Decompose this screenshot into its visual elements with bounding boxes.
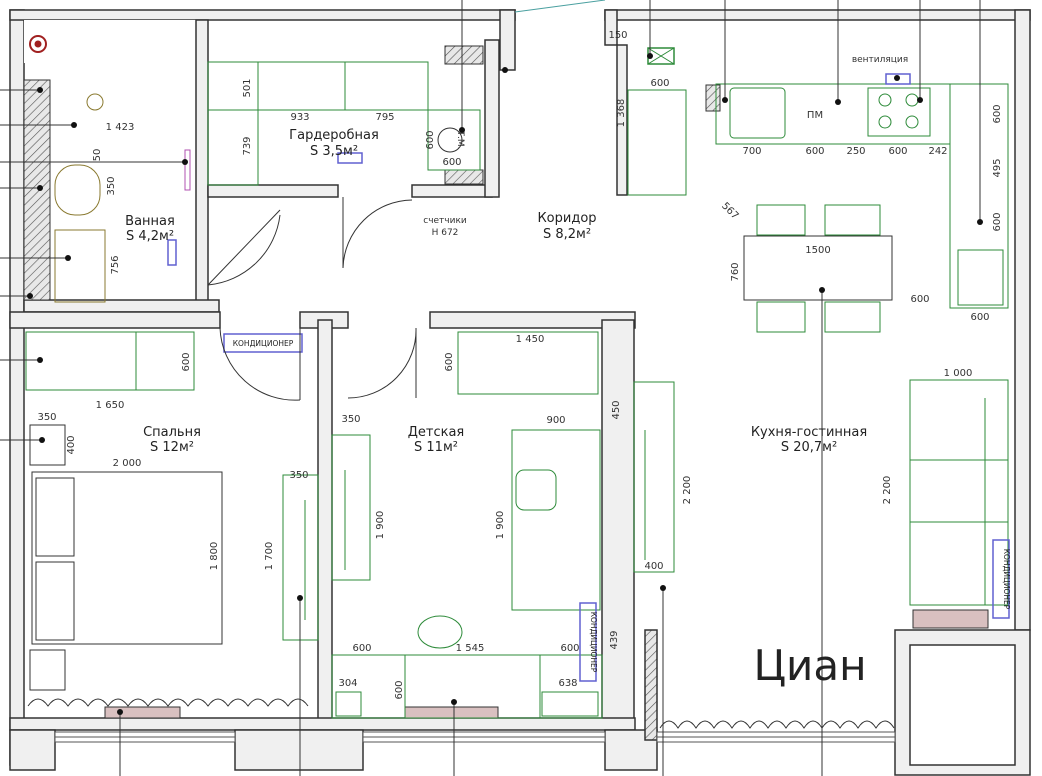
dim-r495: 495 xyxy=(992,158,1003,177)
dim-450: 450 xyxy=(611,400,622,419)
dim-600-wardrobe-bottom: 600 xyxy=(442,157,461,168)
dim-600-corridor: 600 xyxy=(650,78,669,89)
dim-2200a: 2 200 xyxy=(682,476,693,505)
dim-795: 795 xyxy=(375,112,394,123)
dim-k600b: 600 xyxy=(888,146,907,157)
dim-kids-600c: 600 xyxy=(560,643,579,654)
dim-900: 900 xyxy=(546,415,565,426)
curtains xyxy=(27,698,895,729)
tm-label: Т.М. xyxy=(455,130,465,150)
ac-label-kitchen: КОНДИЦИОНЕР xyxy=(1002,549,1011,610)
wardrobe-column-top xyxy=(444,45,484,65)
dim-kids-600a: 600 xyxy=(444,352,455,371)
dishwasher-label: ПМ xyxy=(807,110,823,121)
dim-638: 638 xyxy=(558,678,577,689)
dim-600-wardrobe: 600 xyxy=(425,130,436,149)
bathroom-name: Ванная xyxy=(125,214,175,229)
dim-150: 150 xyxy=(608,30,627,41)
furniture xyxy=(25,47,1009,719)
dim-439: 439 xyxy=(609,630,620,649)
dim-1368: 1 368 xyxy=(616,99,627,128)
walls xyxy=(9,9,1031,776)
dim-756: 756 xyxy=(110,255,121,274)
dim-501: 501 xyxy=(242,78,253,97)
corridor-name: Коридор xyxy=(537,211,596,226)
dim-k250: 250 xyxy=(846,146,865,157)
windows xyxy=(54,0,896,743)
dim-kids-1900a: 1 900 xyxy=(375,511,386,540)
dim-400: 400 xyxy=(644,561,663,572)
dim-600-right: 600 xyxy=(970,312,989,323)
kids-area: S 11м² xyxy=(414,440,458,455)
kids-name: Детская xyxy=(408,425,465,440)
dim-567: 567 xyxy=(719,201,740,222)
dim-1700: 1 700 xyxy=(264,542,275,571)
dim-kids-600d: 600 xyxy=(394,680,405,699)
dim-1000: 1 000 xyxy=(944,368,973,379)
dim-bed-600: 600 xyxy=(181,352,192,371)
dim-739: 739 xyxy=(242,136,253,155)
dim-bed-tv-350: 350 xyxy=(289,470,308,481)
dim-2000: 2 000 xyxy=(113,458,142,469)
watermark-text: Циан xyxy=(753,641,866,690)
kitchen-area: S 20,7м² xyxy=(781,440,837,455)
dim-r600a: 600 xyxy=(992,104,1003,123)
ac-label-bedroom: КОНДИЦИОНЕР xyxy=(233,339,294,348)
kitchen-name: Кухня-гостинная xyxy=(751,425,867,440)
dimensions: 1 423 50 350 756 501 933 795 739 600 600… xyxy=(37,30,1003,700)
meters-height-label: Н 672 xyxy=(432,228,459,238)
riser-icon-center xyxy=(34,40,42,48)
dim-r600b: 600 xyxy=(992,212,1003,231)
kitchen-column xyxy=(705,84,721,112)
bedroom-name: Спальня xyxy=(143,425,201,440)
wardrobe-name: Гардеробная xyxy=(289,128,379,143)
dim-1500: 1500 xyxy=(805,245,830,256)
dim-1650: 1 650 xyxy=(96,400,125,411)
dim-1450: 1 450 xyxy=(516,334,545,345)
dim-kids-600b: 600 xyxy=(352,643,371,654)
dim-kids-1900b: 1 900 xyxy=(495,511,506,540)
dim-bed-350: 350 xyxy=(37,412,56,423)
dim-2200b: 2 200 xyxy=(882,476,893,505)
bedroom-area: S 12м² xyxy=(150,440,194,455)
dim-304: 304 xyxy=(338,678,357,689)
dim-1800: 1 800 xyxy=(209,542,220,571)
dim-bed-400: 400 xyxy=(66,435,77,454)
dim-50: 50 xyxy=(92,149,103,162)
bathroom-area: S 4,2м² xyxy=(126,229,174,244)
wardrobe-column-bottom xyxy=(444,169,484,185)
dim-350-bath: 350 xyxy=(106,176,117,195)
meters-label: счетчики xyxy=(423,216,467,226)
dim-k242: 242 xyxy=(928,146,947,157)
dim-kids-350: 350 xyxy=(341,414,360,425)
ac-markers xyxy=(167,73,1010,682)
ac-label-kids: КОНДИЦИОНЕР xyxy=(589,612,598,673)
leader-lines xyxy=(0,0,981,776)
dim-k600a: 600 xyxy=(805,146,824,157)
riser-icon xyxy=(29,35,47,53)
wardrobe-area: S 3,5м² xyxy=(310,144,358,159)
doors xyxy=(207,197,417,401)
ventilation-label: вентиляция xyxy=(852,55,908,65)
corridor-area: S 8,2м² xyxy=(543,227,591,242)
dim-600-table: 600 xyxy=(910,294,929,305)
leader-dots xyxy=(27,53,983,715)
dim-k700: 700 xyxy=(742,146,761,157)
dim-760: 760 xyxy=(730,262,741,281)
dim-1423: 1 423 xyxy=(106,122,135,133)
bath-hatched-wall xyxy=(23,79,51,301)
dim-1545: 1 545 xyxy=(456,643,485,654)
dim-933: 933 xyxy=(290,112,309,123)
